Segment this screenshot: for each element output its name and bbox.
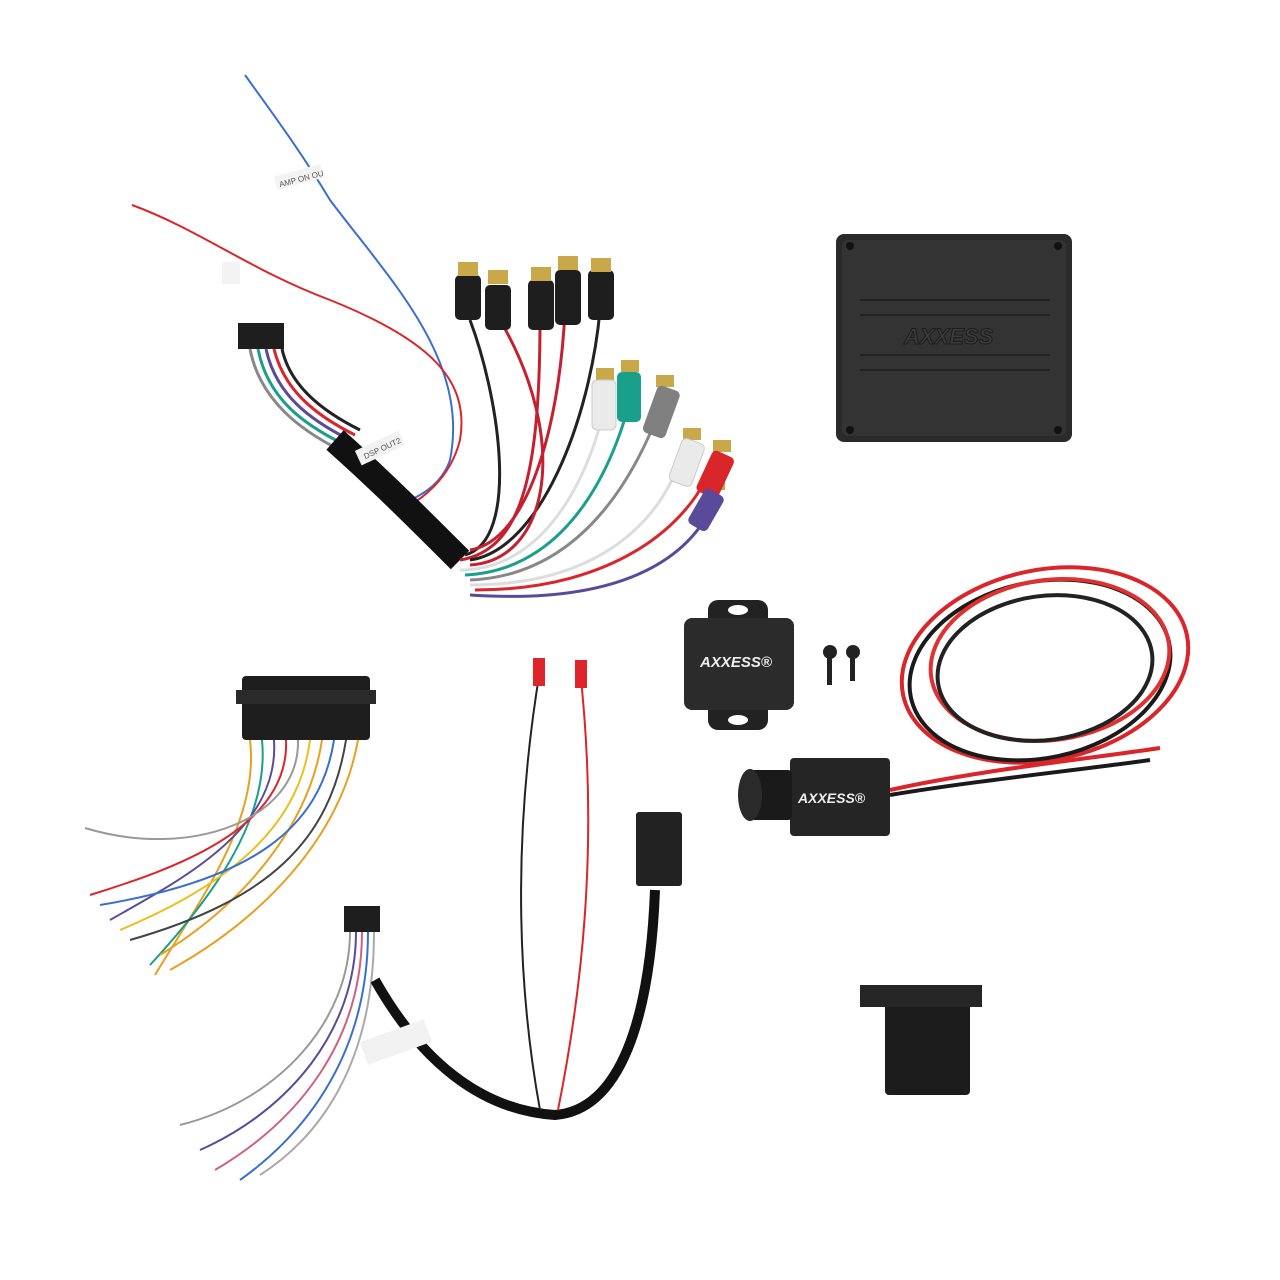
rca-wires bbox=[459, 309, 717, 598]
wire-tag bbox=[274, 164, 324, 190]
braided-sleeve bbox=[326, 430, 470, 570]
bass-knob-remote: AXXESS® bbox=[738, 758, 890, 836]
wire-tag bbox=[359, 1019, 433, 1065]
mounting-screws bbox=[823, 645, 860, 685]
brand-logo: AXXESS bbox=[903, 324, 994, 349]
knob bbox=[738, 769, 762, 821]
most-harness bbox=[179, 658, 682, 1181]
harness-connector bbox=[238, 323, 284, 349]
brand-logo: AXXESS® bbox=[797, 790, 866, 806]
vehicle-harness bbox=[84, 676, 376, 976]
wire-tag bbox=[354, 430, 406, 466]
brand-logo: AXXESS® bbox=[699, 654, 773, 671]
connector-wires bbox=[248, 348, 361, 452]
wire-tag bbox=[222, 262, 240, 284]
red-wire bbox=[131, 204, 463, 509]
rca-plugs bbox=[455, 256, 734, 531]
power-cable-coil bbox=[889, 565, 1191, 797]
connector-plug bbox=[860, 985, 982, 1095]
main-interface-harness: AMP ON OU DSP OUT2 bbox=[131, 74, 734, 598]
mounting-bracket-module: AXXESS® bbox=[684, 600, 794, 730]
interface-module-box: AXXESS bbox=[836, 234, 1072, 442]
blue-wire bbox=[244, 74, 455, 506]
